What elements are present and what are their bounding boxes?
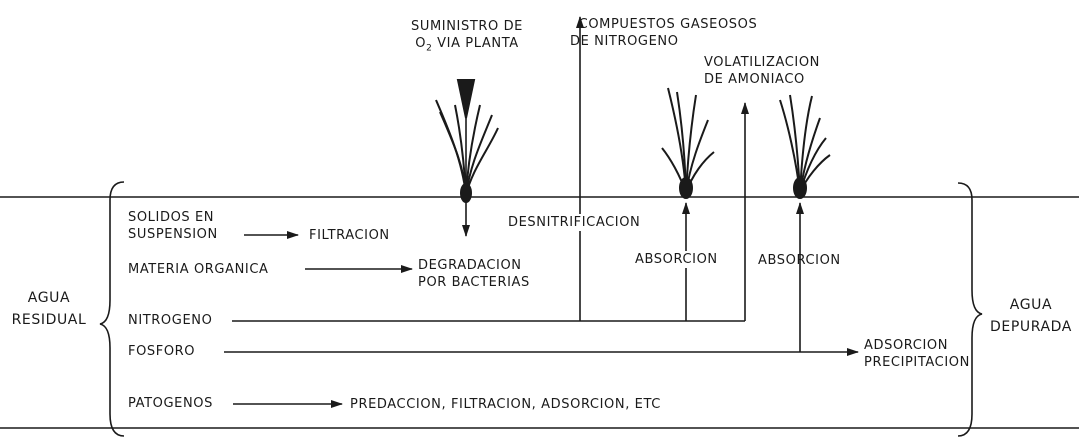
plant-icon-oxygen [435, 79, 499, 203]
phosphorus-label: FOSFORO [128, 344, 196, 359]
bacterial-degradation-label-line2: POR BACTERIAS [418, 275, 530, 290]
bacterial-degradation-label-line1: DEGRADACION [418, 258, 522, 273]
organic-matter-label: MATERIA ORGANICA [128, 262, 269, 277]
adsorption-label-line2: PRECIPITACION [864, 355, 970, 370]
adsorption-label-line1: ADSORCION [864, 338, 949, 353]
left-brace [99, 181, 125, 437]
suspended-solids-label-line1: SOLIDOS EN [128, 210, 215, 225]
oxygen-supply-label-line1: SUMINISTRO DE [411, 19, 523, 34]
right-brace [957, 182, 983, 437]
plant-icon-absorption-2 [779, 94, 831, 199]
absorption-label-1: ABSORCION [633, 251, 720, 268]
absorption-label-2: ABSORCION [758, 253, 841, 268]
oxygen-supply-label-line2: O2 VIA PLANTA [415, 36, 519, 54]
inflow-label-line1: AGUA [27, 290, 71, 306]
pathogens-label: PATOGENOS [128, 396, 213, 411]
plant-icon-absorption-1 [661, 87, 715, 199]
gaseous-nitrogen-label-line1: COMPUESTOS GASEOSOS [578, 17, 758, 32]
outflow-label-line2: DEPURADA [990, 319, 1072, 335]
outflow-label-line1: AGUA [1009, 297, 1053, 313]
pathogen-removal-label: PREDACCION, FILTRACION, ADSORCION, ETC [350, 397, 661, 412]
inflow-label-line2: RESIDUAL [11, 312, 87, 328]
nitrogen-label: NITROGENO [128, 313, 213, 328]
suspended-solids-label-line2: SUSPENSION [128, 227, 218, 242]
ammonia-volatilization-label-line2: DE AMONIACO [704, 72, 805, 87]
ammonia-volatilization-label-line1: VOLATILIZACION [704, 55, 821, 70]
denitrification-label: DESNITRIFICACION [506, 214, 643, 231]
gaseous-nitrogen-label-line2: DE NITROGENO [570, 34, 679, 49]
filtration-label: FILTRACION [309, 228, 390, 243]
